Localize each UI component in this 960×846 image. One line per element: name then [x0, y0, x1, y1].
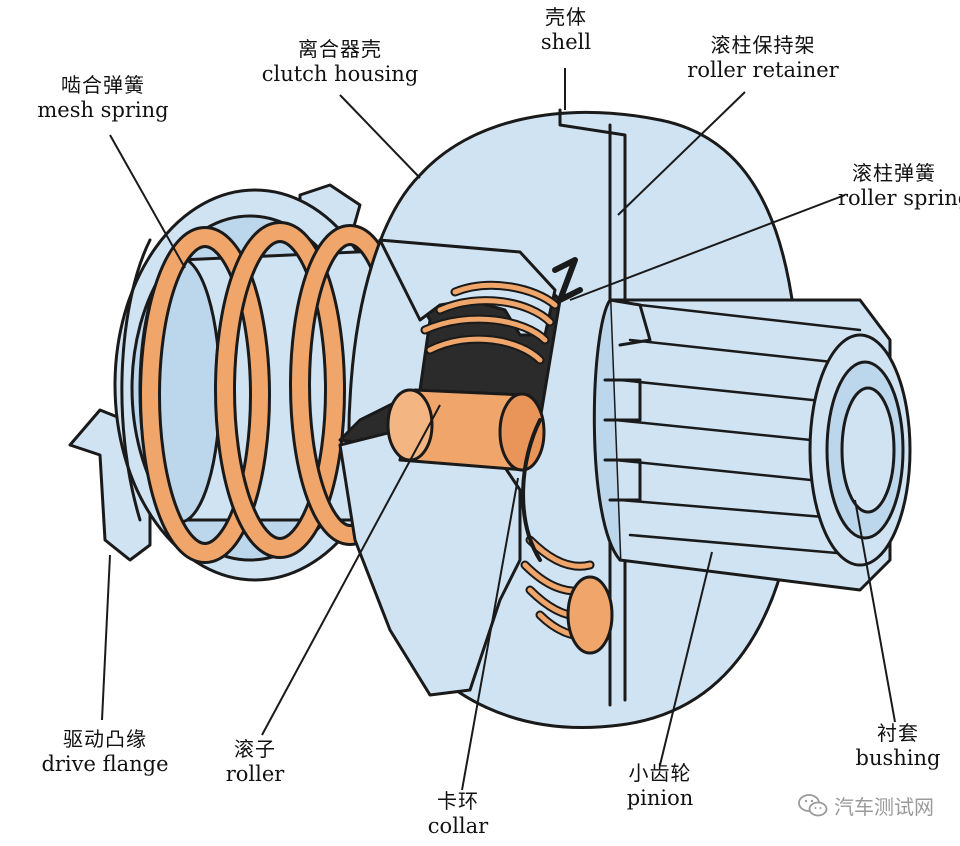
- label-roller-retainer-zh: 滚柱保持架: [710, 33, 816, 57]
- leader-collar: [461, 477, 519, 791]
- label-shell-zh: 壳体: [545, 5, 587, 29]
- label-drive-flange-zh: 驱动凸缘: [63, 727, 147, 751]
- label-roller-spring-zh: 滚柱弹簧: [852, 162, 936, 185]
- label-shell: 壳体 shell: [526, 5, 606, 54]
- label-clutch-housing-en: clutch housing: [261, 61, 419, 86]
- watermark-text: 汽车测试网: [834, 795, 934, 819]
- label-roller-retainer-en: roller retainer: [687, 57, 839, 82]
- label-roller-spring: 滚柱弹簧 roller spring: [838, 162, 960, 210]
- leader-roller-spring: [569, 194, 846, 301]
- label-bushing: 衬套 bushing: [848, 721, 948, 770]
- leader-bushing: [854, 499, 896, 723]
- leader-lines: [101, 68, 896, 791]
- label-pinion: 小齿轮 pinion: [610, 761, 710, 810]
- watermark: 汽车测试网: [798, 791, 934, 820]
- label-roller: 滚子 roller: [215, 737, 295, 786]
- label-mesh-spring-en: mesh spring: [37, 97, 169, 122]
- wechat-icon: [798, 793, 828, 816]
- label-drive-flange-en: drive flange: [41, 751, 169, 776]
- label-mesh-spring: 啮合弹簧 mesh spring: [28, 73, 178, 122]
- pinion: [592, 298, 912, 592]
- leader-mesh-spring: [109, 134, 186, 269]
- label-roller-retainer: 滚柱保持架 roller retainer: [678, 33, 848, 82]
- label-clutch-housing: 离合器壳 clutch housing: [255, 37, 425, 86]
- label-clutch-housing-zh: 离合器壳: [298, 37, 382, 61]
- label-pinion-zh: 小齿轮: [628, 761, 692, 785]
- label-bushing-en: bushing: [855, 745, 941, 770]
- leader-drive-flange: [101, 554, 111, 721]
- label-collar-zh: 卡环: [437, 789, 479, 813]
- label-roller-spring-en: roller spring: [838, 185, 960, 210]
- leader-clutch-housing: [339, 94, 421, 179]
- label-collar: 卡环 collar: [418, 789, 498, 838]
- label-mesh-spring-zh: 啮合弹簧: [61, 73, 145, 97]
- label-collar-en: collar: [427, 813, 489, 838]
- leader-roller-retainer: [617, 91, 746, 216]
- roller-spring-lower: [520, 535, 600, 641]
- leader-pinion: [659, 551, 713, 766]
- roller: [386, 388, 614, 655]
- label-roller-zh: 滚子: [234, 737, 276, 761]
- label-roller-en: roller: [225, 761, 285, 786]
- roller-spring-upper: [420, 257, 583, 365]
- collar: [521, 418, 542, 562]
- label-drive-flange: 驱动凸缘 drive flange: [30, 727, 180, 776]
- label-shell-en: shell: [540, 29, 592, 54]
- leader-roller: [261, 404, 441, 736]
- label-bushing-zh: 衬套: [877, 721, 919, 745]
- label-pinion-en: pinion: [626, 785, 694, 810]
